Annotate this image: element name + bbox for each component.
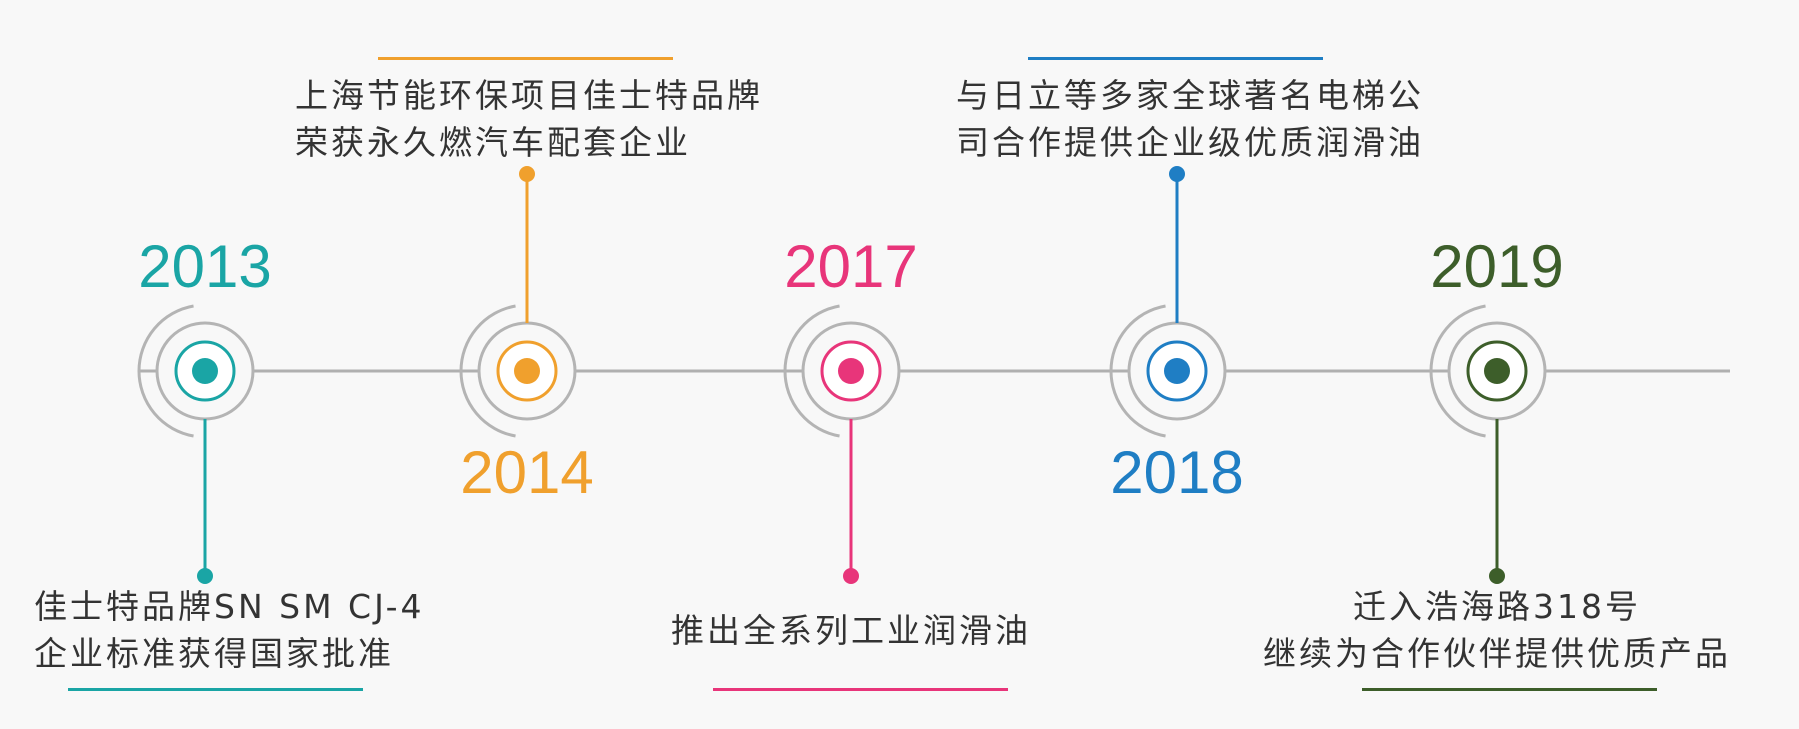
- node-2013-outer-arc: [137, 304, 194, 438]
- node-2014-center-dot: [514, 358, 540, 384]
- event-2013-line-1: 佳士特品牌SN SM CJ-4: [34, 587, 425, 626]
- year-2014: 2014: [460, 439, 594, 506]
- event-2014-line-2: 荣获永久燃汽车配套企业: [295, 123, 691, 162]
- event-2018-overline: [1028, 57, 1323, 60]
- node-2014-outer-arc: [459, 304, 516, 438]
- event-2013-underline: [68, 688, 363, 691]
- event-2014-overline: [378, 57, 673, 60]
- timeline-node-2018: [1109, 166, 1227, 438]
- node-2019-outer-arc: [1429, 304, 1486, 438]
- event-2019-description: 迁入浩海路318号 继续为合作伙伴提供优质产品: [1263, 583, 1731, 677]
- node-2018-stem-dot: [1169, 166, 1185, 182]
- event-2017-line-1: 推出全系列工业润滑油: [671, 611, 1031, 650]
- event-2018-description: 与日立等多家全球著名电梯公 司合作提供企业级优质润滑油: [956, 72, 1424, 166]
- timeline-node-2017: [783, 304, 901, 584]
- node-2013-center-dot: [192, 358, 218, 384]
- node-2018-center-dot: [1164, 358, 1190, 384]
- node-2019-stem-dot: [1489, 568, 1505, 584]
- event-2018-line-2: 司合作提供企业级优质润滑油: [956, 123, 1424, 162]
- event-2019-line-1: 迁入浩海路318号: [1353, 587, 1641, 626]
- event-2017-underline: [713, 688, 1008, 691]
- timeline-node-2014: [459, 166, 577, 438]
- event-2013-line-2: 企业标准获得国家批准: [34, 634, 394, 673]
- event-2014-description: 上海节能环保项目佳士特品牌 荣获永久燃汽车配套企业: [295, 72, 763, 166]
- node-2019-center-dot: [1484, 358, 1510, 384]
- node-2017-outer-arc: [783, 304, 840, 438]
- node-2017-stem-dot: [843, 568, 859, 584]
- event-2014-line-1: 上海节能环保项目佳士特品牌: [295, 76, 763, 115]
- timeline-node-2013: [137, 304, 255, 584]
- year-2013: 2013: [138, 233, 272, 300]
- node-2014-stem-dot: [519, 166, 535, 182]
- event-2018-line-1: 与日立等多家全球著名电梯公: [956, 76, 1424, 115]
- timeline-node-2019: [1429, 304, 1547, 584]
- node-2018-outer-arc: [1109, 304, 1166, 438]
- event-2013-description: 佳士特品牌SN SM CJ-4 企业标准获得国家批准: [34, 583, 425, 677]
- event-2019-underline: [1362, 688, 1657, 691]
- year-2017: 2017: [784, 233, 918, 300]
- node-2017-center-dot: [838, 358, 864, 384]
- event-2019-line-2: 继续为合作伙伴提供优质产品: [1263, 634, 1731, 673]
- year-2019: 2019: [1430, 233, 1564, 300]
- year-2018: 2018: [1110, 439, 1244, 506]
- event-2017-description: 推出全系列工业润滑油: [671, 607, 1031, 654]
- node-2013-stem-dot: [197, 568, 213, 584]
